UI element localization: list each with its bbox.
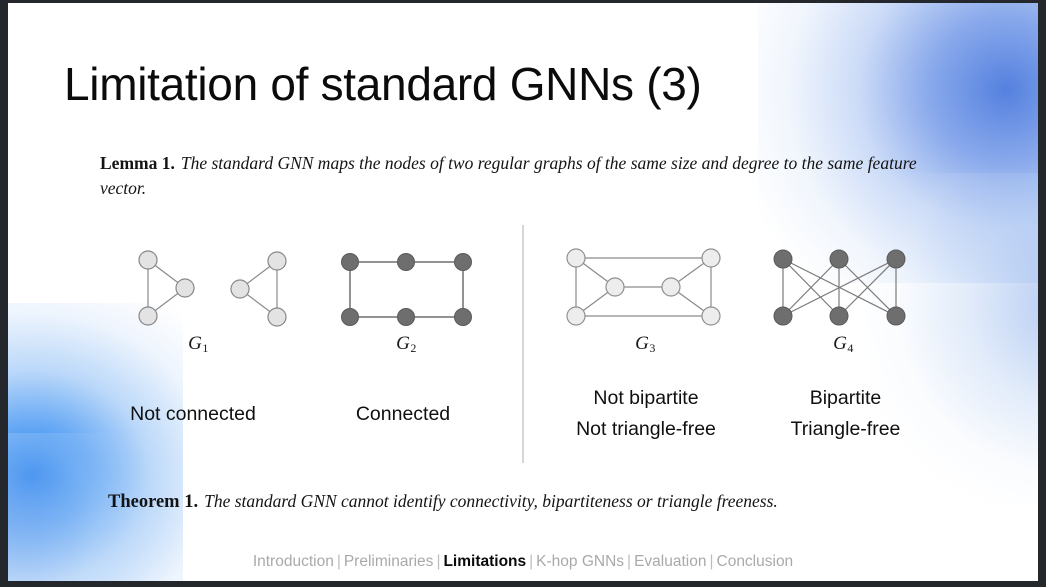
- g3-edges: [575, 257, 712, 317]
- nav-item-introduction[interactable]: Introduction: [252, 553, 334, 570]
- group-divider: [522, 225, 524, 463]
- nav-separator: |: [529, 553, 534, 570]
- caption-line: Not connected: [130, 403, 256, 425]
- nav-item-limitations[interactable]: Limitations: [443, 553, 527, 570]
- g2-edges: [349, 261, 464, 318]
- graph-figure-g1: [126, 243, 296, 333]
- caption-line-1: Not bipartite: [593, 387, 699, 409]
- slide-canvas: Limitation of standard GNNs (3) Lemma 1.…: [8, 3, 1038, 581]
- caption-line-1: Bipartite: [809, 387, 882, 409]
- nav-item-evaluation[interactable]: Evaluation: [634, 553, 707, 570]
- g1-edges: [147, 259, 278, 318]
- caption-bipartite: Bipartite Triangle-free: [763, 383, 928, 445]
- figure-area: G1: [8, 3, 1038, 581]
- caption-not-bipartite: Not bipartite Not triangle-free: [546, 383, 746, 445]
- nav-item-conclusion[interactable]: Conclusion: [716, 553, 794, 570]
- g2-nodes: [341, 253, 472, 326]
- graph-label-g1: G1: [188, 333, 209, 355]
- nav-separator: |: [709, 553, 714, 570]
- graph-label-g2: G2: [396, 333, 417, 355]
- caption-line-2: Triangle-free: [790, 417, 901, 440]
- footer-navigation: Introduction|Preliminaries|Limitations|K…: [8, 553, 1038, 571]
- nav-separator: |: [627, 553, 632, 570]
- lemma-statement: Lemma 1.The standard GNN maps the nodes …: [100, 151, 918, 201]
- caption-line: Connected: [355, 403, 451, 425]
- theorem-label: Theorem 1.: [108, 492, 199, 512]
- graph-figure-g3: [560, 243, 730, 331]
- graph-label-g4: G4: [833, 333, 854, 355]
- g1-nodes: [138, 250, 287, 327]
- nav-item-k-hop-gnns[interactable]: K-hop GNNs: [536, 553, 625, 570]
- g4-nodes: [773, 249, 906, 326]
- caption-line-2: Not triangle-free: [576, 417, 716, 440]
- graph-label-g3: G3: [635, 333, 656, 355]
- caption-connected: Connected: [328, 399, 478, 430]
- lemma-label: Lemma 1.: [100, 153, 175, 173]
- graph-figure-g2: [338, 249, 478, 329]
- nav-item-preliminaries[interactable]: Preliminaries: [343, 553, 434, 570]
- graph-figure-g4: [768, 243, 918, 331]
- g3-nodes: [566, 248, 721, 326]
- nav-separator: |: [336, 553, 341, 570]
- theorem-text: The standard GNN cannot identify connect…: [204, 491, 778, 511]
- theorem-statement: Theorem 1.The standard GNN cannot identi…: [108, 489, 968, 516]
- page-title: Limitation of standard GNNs (3): [64, 58, 702, 110]
- lemma-text: The standard GNN maps the nodes of two r…: [100, 153, 917, 198]
- nav-separator: |: [436, 553, 441, 570]
- caption-not-connected: Not connected: [108, 399, 278, 430]
